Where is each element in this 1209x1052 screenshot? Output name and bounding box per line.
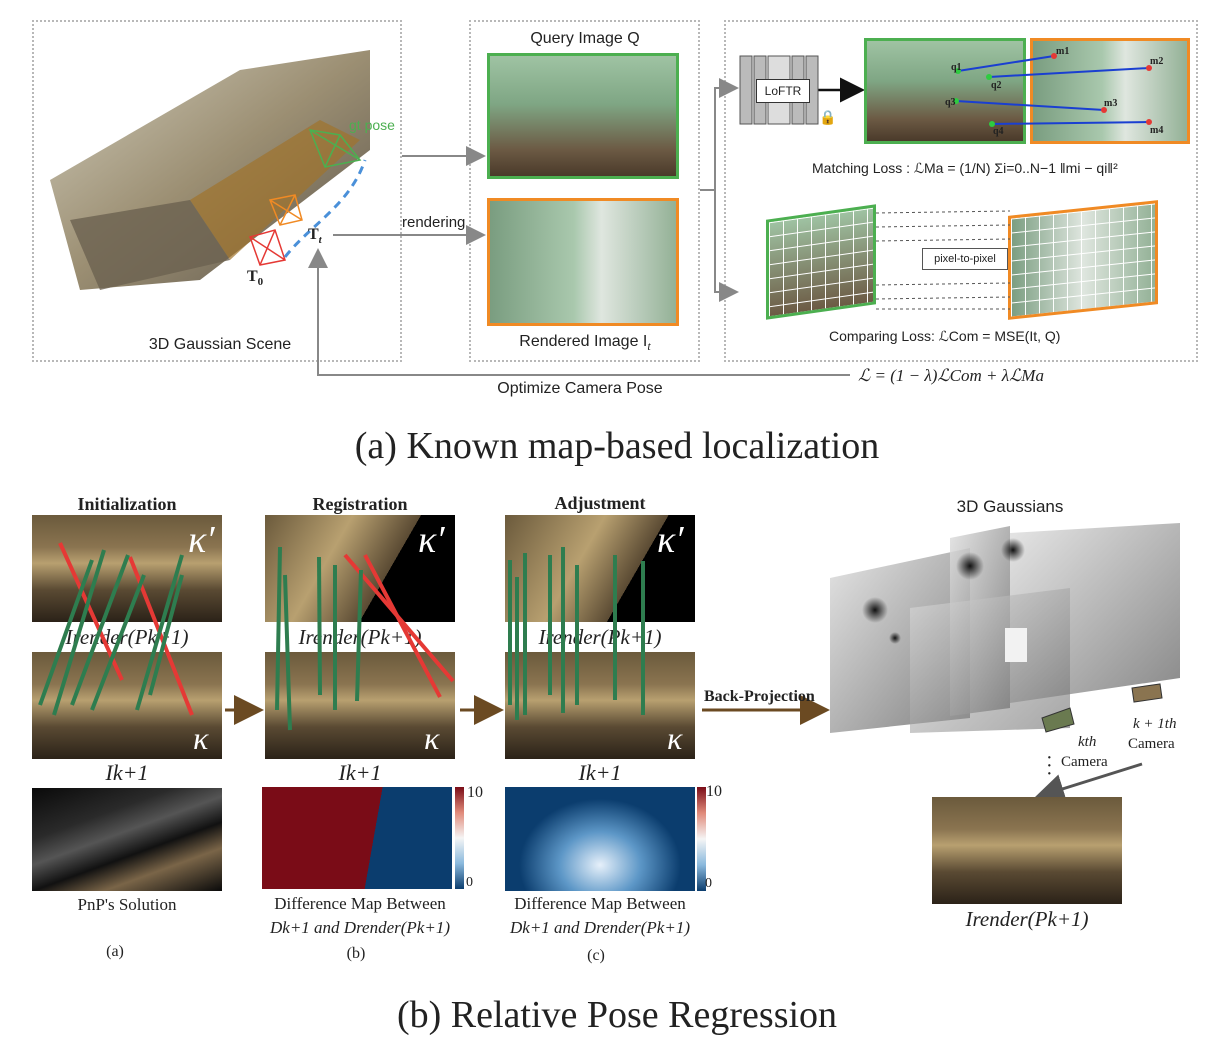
reg-diff-label-2: Dk+1 and Drender(Pk+1) — [270, 918, 450, 937]
adj-render-image — [505, 515, 695, 622]
gt-pose-frustum — [308, 129, 362, 168]
gaussian-planes — [830, 523, 1180, 733]
stage-adjustment: Adjustment — [554, 493, 646, 513]
sub-label-b: (b) — [346, 945, 366, 962]
adj-ik-label: Ik+1 — [578, 760, 622, 785]
match-image-query — [864, 38, 1026, 144]
init-kappa: κ — [193, 720, 209, 756]
grid-image-query — [766, 204, 876, 320]
rendered-image — [487, 198, 679, 326]
reg-colorbar — [455, 787, 464, 889]
adj-colorbar-max: 10 — [706, 783, 722, 800]
matching-loss: Matching Loss : ℒMa = (1/N) Σi=0..N−1 ‖m… — [812, 160, 1118, 176]
ellipsis-dots: ··· — [1046, 747, 1053, 785]
init-correspondences — [38, 542, 194, 716]
adj-irender-label: Irender(Pk+1) — [538, 625, 662, 649]
t0-frustum — [249, 229, 286, 266]
caption-b: (b) Relative Pose Regression — [396, 994, 838, 1036]
query-image-label: Query Image Q — [530, 30, 640, 47]
m1-label: m1 — [1056, 46, 1070, 57]
rendered-image-label: Rendered Image It — [519, 333, 651, 354]
q1-label: q1 — [951, 62, 962, 73]
rendering-label: rendering — [402, 214, 466, 231]
loftr-label: LoFTR — [756, 79, 810, 103]
init-render-image — [32, 515, 222, 622]
reg-correspondences — [275, 546, 455, 731]
stage-initialization: Initialization — [77, 494, 177, 514]
q3-label: q3 — [945, 97, 956, 108]
final-render-label: Irender(Pk+1) — [965, 907, 1089, 931]
pnp-label: PnP's Solution — [77, 895, 177, 914]
kth-camera-label-2: Camera — [1061, 754, 1108, 770]
scene-box — [32, 20, 402, 362]
adj-correspondences — [508, 547, 645, 720]
stage-arrows — [225, 695, 830, 725]
comparing-loss: Comparing Loss: ℒCom = MSE(It, Q) — [829, 328, 1061, 344]
adj-kappa: κ — [667, 720, 683, 756]
reg-difference-map — [262, 787, 452, 889]
gaussians-title: 3D Gaussians — [956, 497, 1064, 516]
init-kappa-prime: κ′ — [188, 519, 215, 561]
adj-frame-image — [505, 652, 695, 759]
scene-label: 3D Gaussian Scene — [148, 336, 292, 353]
t0-label: T0 — [247, 268, 264, 289]
init-ik-label: Ik+1 — [105, 760, 149, 785]
k1th-camera-label: k + 1th — [1133, 716, 1177, 732]
images-box — [469, 20, 700, 362]
reg-frame-image — [265, 652, 455, 759]
k1th-camera-label-2: Camera — [1128, 736, 1175, 752]
m3-label: m3 — [1104, 98, 1118, 109]
back-projection-label: Back-Projection — [704, 688, 815, 705]
adj-colorbar — [697, 787, 706, 891]
adj-kappa-prime: κ′ — [657, 519, 684, 561]
reg-ik-label: Ik+1 — [338, 760, 382, 785]
camera-icons — [1041, 683, 1163, 733]
stage-registration: Registration — [312, 494, 408, 514]
sub-label-c: (c) — [587, 947, 605, 964]
pixel-to-pixel-label: pixel-to-pixel — [922, 248, 1008, 270]
adj-difference-map — [505, 787, 695, 891]
gaussian-scene-pointcloud — [50, 50, 370, 290]
tt-label: Tt — [308, 226, 322, 247]
grid-image-render — [1008, 200, 1158, 320]
query-image — [487, 53, 679, 179]
m2-label: m2 — [1150, 56, 1164, 67]
total-loss: ℒ = (1 − λ)ℒCom + λℒMa — [858, 366, 1044, 385]
reg-colorbar-min: 0 — [466, 875, 473, 890]
pixel-correspondence-lines — [876, 210, 1010, 310]
adj-diff-label-2: Dk+1 and Drender(Pk+1) — [510, 918, 690, 937]
sub-label-a: (a) — [106, 943, 124, 960]
q2-label: q2 — [991, 80, 1002, 91]
match-lines — [953, 53, 1152, 127]
optimize-label: Optimize Camera Pose — [497, 380, 663, 397]
reg-kappa: κ — [424, 720, 440, 756]
lock-icon: 🔒 — [819, 109, 837, 125]
reg-diff-label: Difference Map Between — [274, 894, 446, 913]
kth-camera-label: kth — [1078, 734, 1097, 750]
scene-arrows — [308, 77, 865, 376]
loss-box — [724, 20, 1198, 362]
adj-colorbar-min: 0 — [705, 876, 712, 891]
adj-diff-label: Difference Map Between — [514, 894, 686, 913]
m4-label: m4 — [1150, 125, 1164, 136]
reg-colorbar-max: 10 — [467, 784, 483, 801]
final-render-image — [932, 797, 1122, 904]
reg-kappa-prime: κ′ — [418, 519, 445, 561]
q4-label: q4 — [993, 126, 1004, 137]
pnp-solution-image — [32, 788, 222, 891]
gt-pose-label: gt pose — [349, 117, 395, 133]
camera-frustums — [249, 129, 367, 266]
caption-a: (a) Known map-based localization — [354, 425, 880, 467]
pose-trajectory — [283, 159, 367, 258]
tt-frustum — [268, 194, 303, 226]
camera-arrow — [1034, 762, 1143, 800]
